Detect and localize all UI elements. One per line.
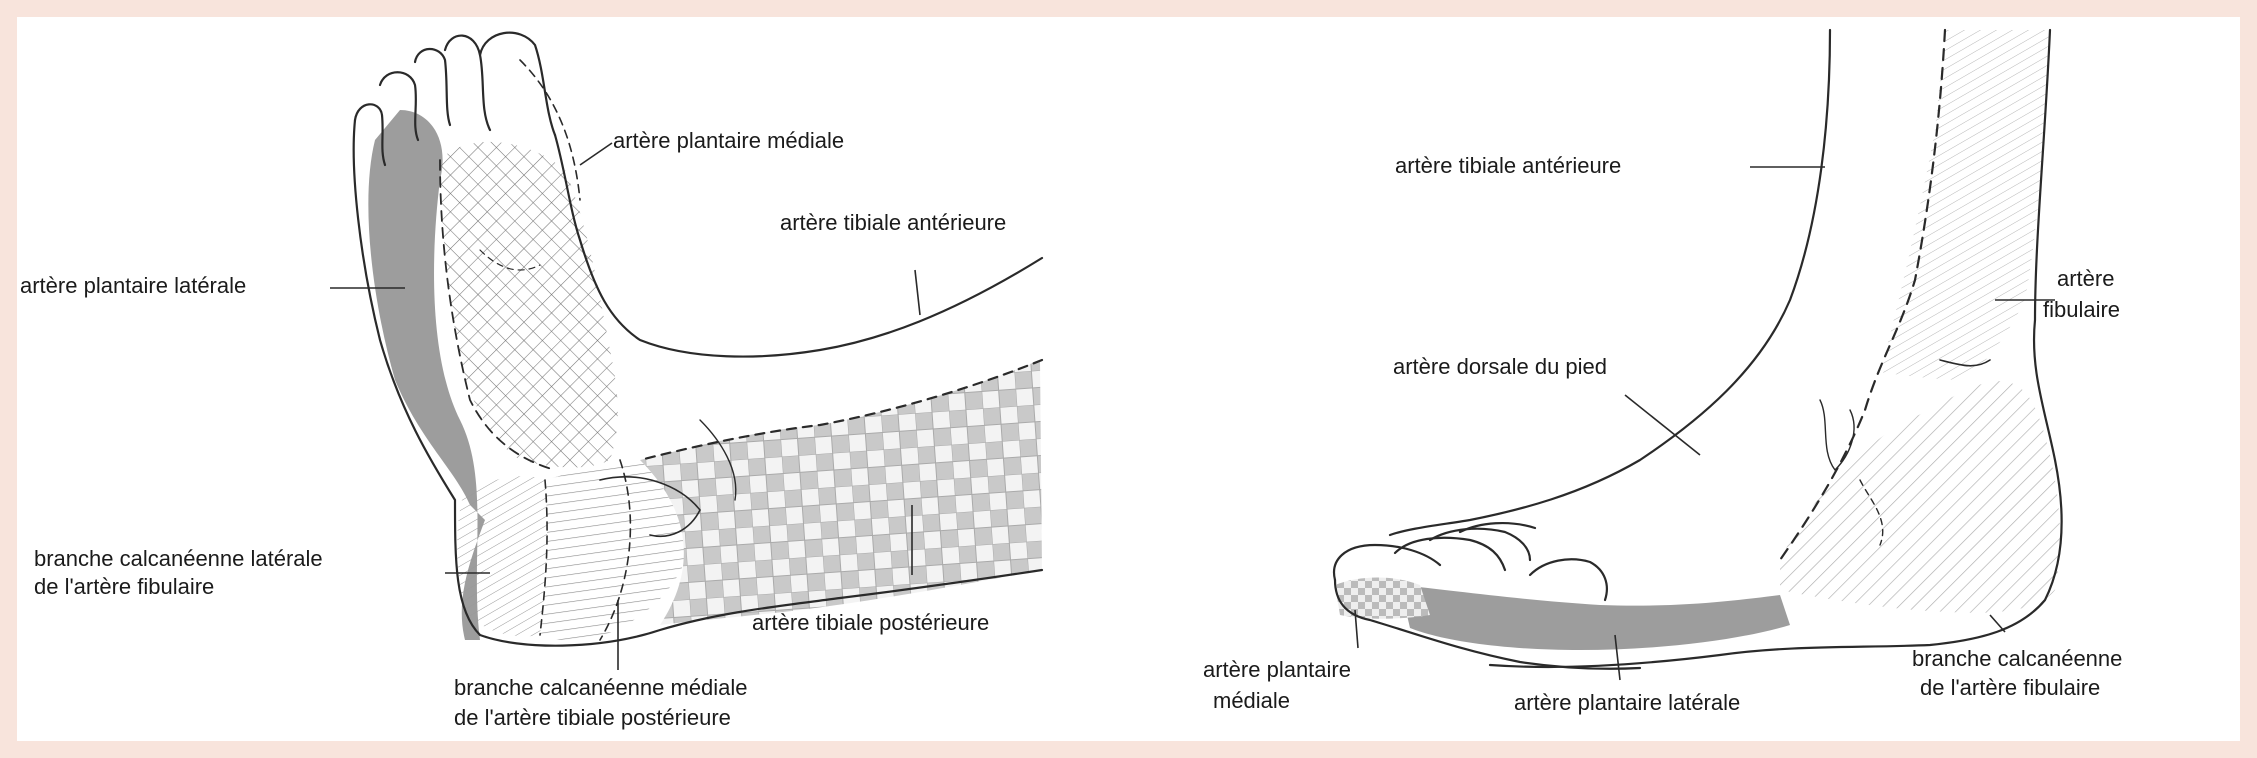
toe-3 <box>415 49 450 125</box>
label-right-anterior-tibial: artère tibiale antérieure <box>1395 152 1621 180</box>
label-left-lateral-plantar: artère plantaire latérale <box>20 272 246 300</box>
lateral-calcaneal-zone <box>457 476 547 636</box>
right-lateral-plantar-zone <box>1400 585 1790 650</box>
label-left-anterior-tibial: artère tibiale antérieure <box>780 209 1006 237</box>
right-leg-front <box>1390 30 1830 535</box>
label-right-fibular-line2: fibulaire <box>2043 296 2120 324</box>
medial-plantar-zone <box>440 142 618 468</box>
label-right-lateral-calcaneal-line1: branche calcanéenne <box>1912 645 2122 673</box>
right-big-toe <box>1334 545 1440 580</box>
right-heel-zone <box>1780 381 2060 613</box>
label-left-lateral-calcaneal-line1: branche calcanéenne latérale <box>34 545 323 573</box>
diagram-panel: artère plantaire médiale artère tibiale … <box>17 17 2240 741</box>
right-foot-drawing <box>1334 30 2062 669</box>
label-right-medial-plantar-line1: artère plantaire <box>1203 656 1351 684</box>
posterior-tibial-zone <box>640 360 1042 625</box>
label-right-lateral-plantar: artère plantaire latérale <box>1514 689 1740 717</box>
vessel-sketch-4 <box>1820 400 1854 470</box>
label-left-medial-calcaneal-line1: branche calcanéenne médiale <box>454 674 748 702</box>
left-foot-medial-edge <box>555 135 1042 357</box>
right-toe-2 <box>1395 538 1505 570</box>
label-right-fibular-line1: artère <box>2057 265 2114 293</box>
label-left-lateral-calcaneal-line2: de l'artère fibulaire <box>34 573 214 601</box>
right-toe-5 <box>1530 559 1607 600</box>
label-left-medial-calcaneal-line2: de l'artère tibiale postérieure <box>454 704 731 732</box>
fibular-zone <box>1880 30 2050 380</box>
big-toe <box>480 33 555 135</box>
label-left-posterior-tibial: artère tibiale postérieure <box>752 609 989 637</box>
label-right-lateral-calcaneal-line2: de l'artère fibulaire <box>1920 674 2100 702</box>
label-left-medial-plantar: artère plantaire médiale <box>613 127 844 155</box>
foot-arteries-illustration <box>17 17 2240 741</box>
toe-2 <box>445 36 490 130</box>
label-right-medial-plantar-line2: médiale <box>1213 687 1290 715</box>
left-foot-drawing <box>354 33 1042 646</box>
label-right-dorsalis-pedis: artère dorsale du pied <box>1393 353 1607 381</box>
